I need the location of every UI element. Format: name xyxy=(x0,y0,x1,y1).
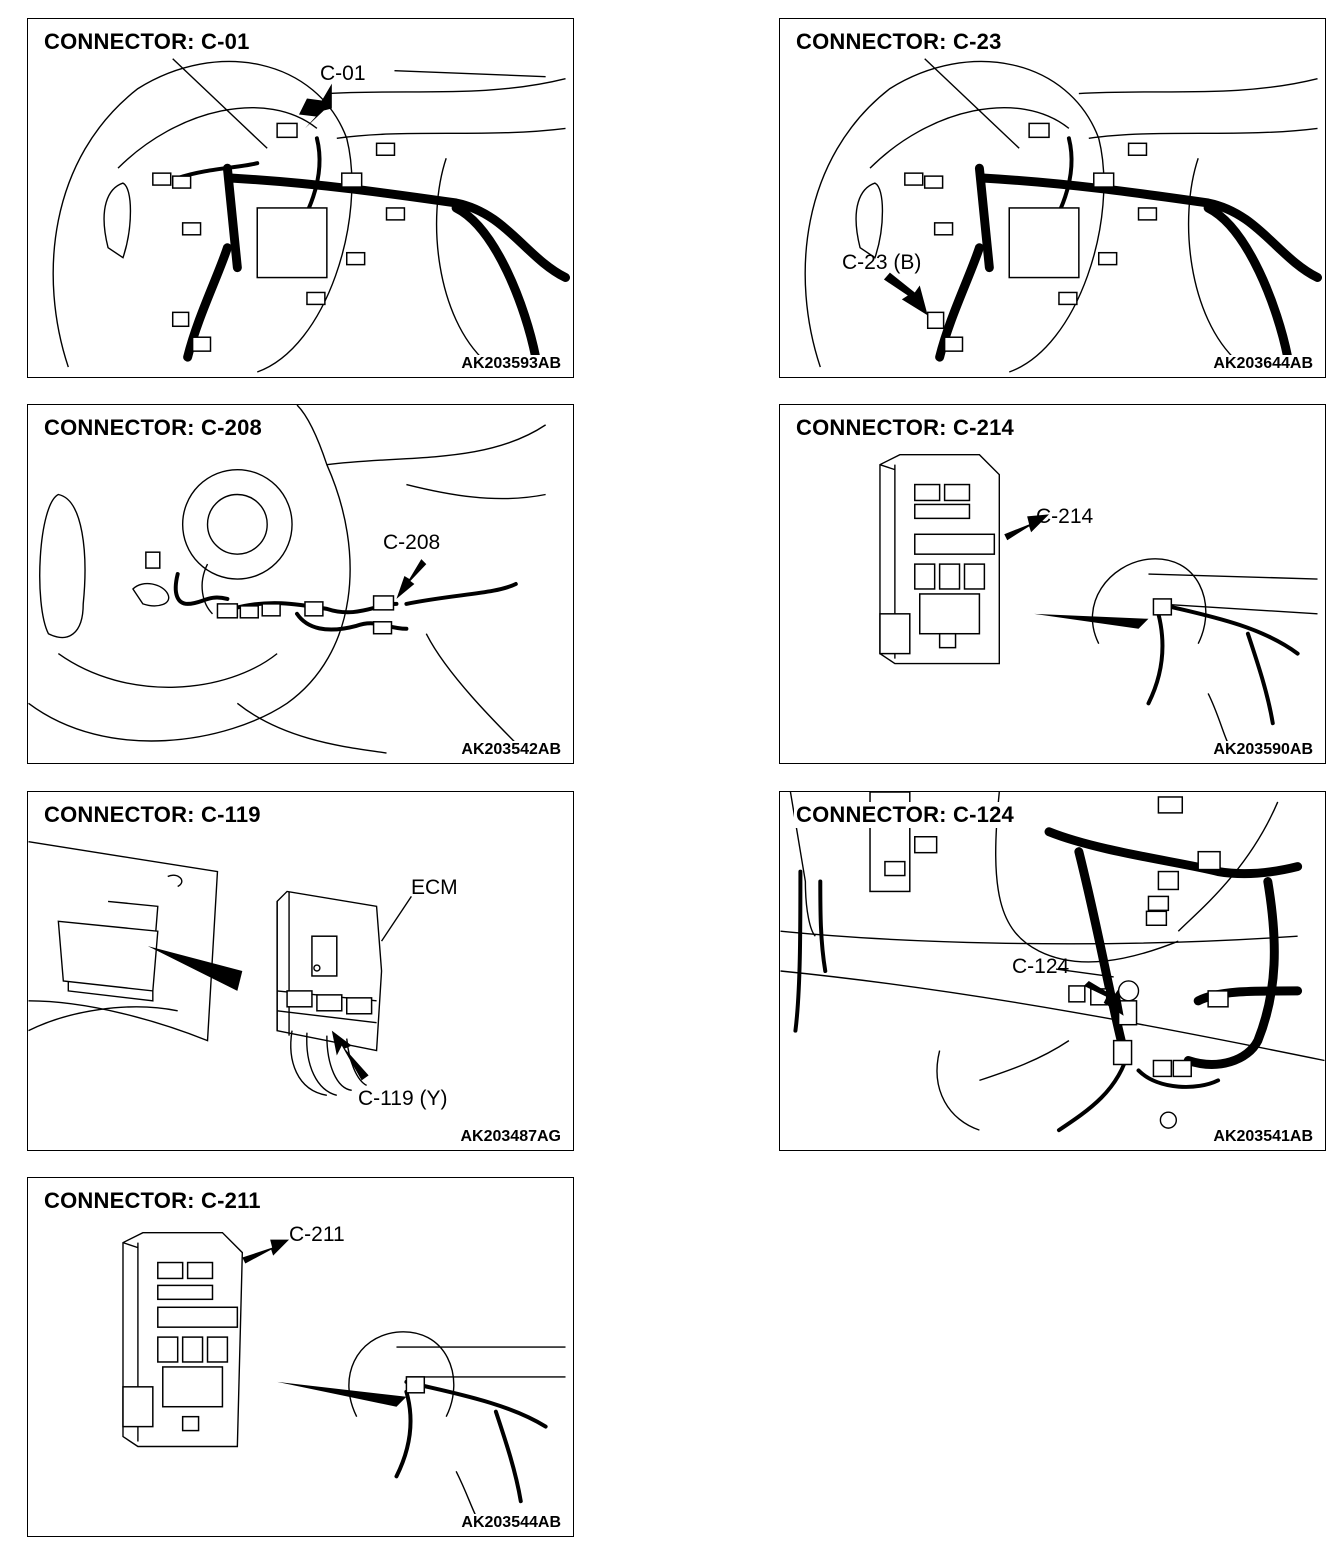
panel-connector-c-23: CONNECTOR: C-23 C-23 (B) AK203644AB xyxy=(779,18,1326,378)
arrow-icon xyxy=(331,1030,369,1081)
arrow-icon xyxy=(883,272,928,316)
arrow-icon xyxy=(242,1239,290,1264)
steering-wheel-wiring-illustration xyxy=(28,405,547,754)
callout-label: C-124 xyxy=(1012,955,1070,978)
panel-title: CONNECTOR: C-124 xyxy=(794,802,1016,828)
figure-code: AK203542AB xyxy=(459,741,563,759)
arrow-icon xyxy=(1004,514,1050,541)
panel-title: CONNECTOR: C-211 xyxy=(42,1188,263,1214)
callout-label: C-211 xyxy=(289,1223,345,1246)
panel-connector-c-01: CONNECTOR: C-01 C-01 AK203593AB xyxy=(27,18,574,378)
figure-code: AK203644AB xyxy=(1211,355,1315,373)
callout-label: ECM xyxy=(411,876,458,899)
junction-block-illustration xyxy=(879,454,1318,744)
arrow-icon xyxy=(396,559,427,599)
callout-label: C-208 xyxy=(383,531,441,554)
callout-label: C-214 xyxy=(1036,505,1094,528)
figure-code: AK203593AB xyxy=(459,355,563,373)
dashboard-wiring-illustration xyxy=(52,58,570,373)
callout-label: C-01 xyxy=(320,62,366,85)
ecm-location-illustration xyxy=(28,841,412,1096)
panel-title: CONNECTOR: C-119 xyxy=(42,802,263,828)
callout-label: C-23 (B) xyxy=(842,251,922,274)
panel-connector-c-119: CONNECTOR: C-119 ECM C-119 (Y) AK203487A… xyxy=(27,791,574,1151)
panel-connector-c-208: CONNECTOR: C-208 C-208 AK203542AB xyxy=(27,404,574,764)
panel-title: CONNECTOR: C-01 xyxy=(42,29,252,55)
arrow-icon xyxy=(1083,980,1124,1016)
panel-connector-c-211: CONNECTOR: C-211 C-211 AK203544AB xyxy=(27,1177,574,1537)
callout-label: C-119 (Y) xyxy=(358,1087,448,1110)
figure-code: AK203541AB xyxy=(1211,1128,1315,1146)
figure-code: AK203544AB xyxy=(459,1514,563,1532)
panel-title: CONNECTOR: C-23 xyxy=(794,29,1004,55)
dashboard-wiring-illustration xyxy=(804,58,1322,373)
panel-title: CONNECTOR: C-214 xyxy=(794,415,1016,441)
panel-title: CONNECTOR: C-208 xyxy=(42,415,264,441)
figure-code: AK203487AG xyxy=(458,1128,563,1146)
figure-code: AK203590AB xyxy=(1211,741,1315,759)
panel-connector-c-214: CONNECTOR: C-214 C-214 AK203590AB xyxy=(779,404,1326,764)
panel-connector-c-124: CONNECTOR: C-124 C-124 AK203541AB xyxy=(779,791,1326,1151)
arrow-icon xyxy=(299,83,332,129)
junction-block-illustration xyxy=(122,1231,566,1517)
